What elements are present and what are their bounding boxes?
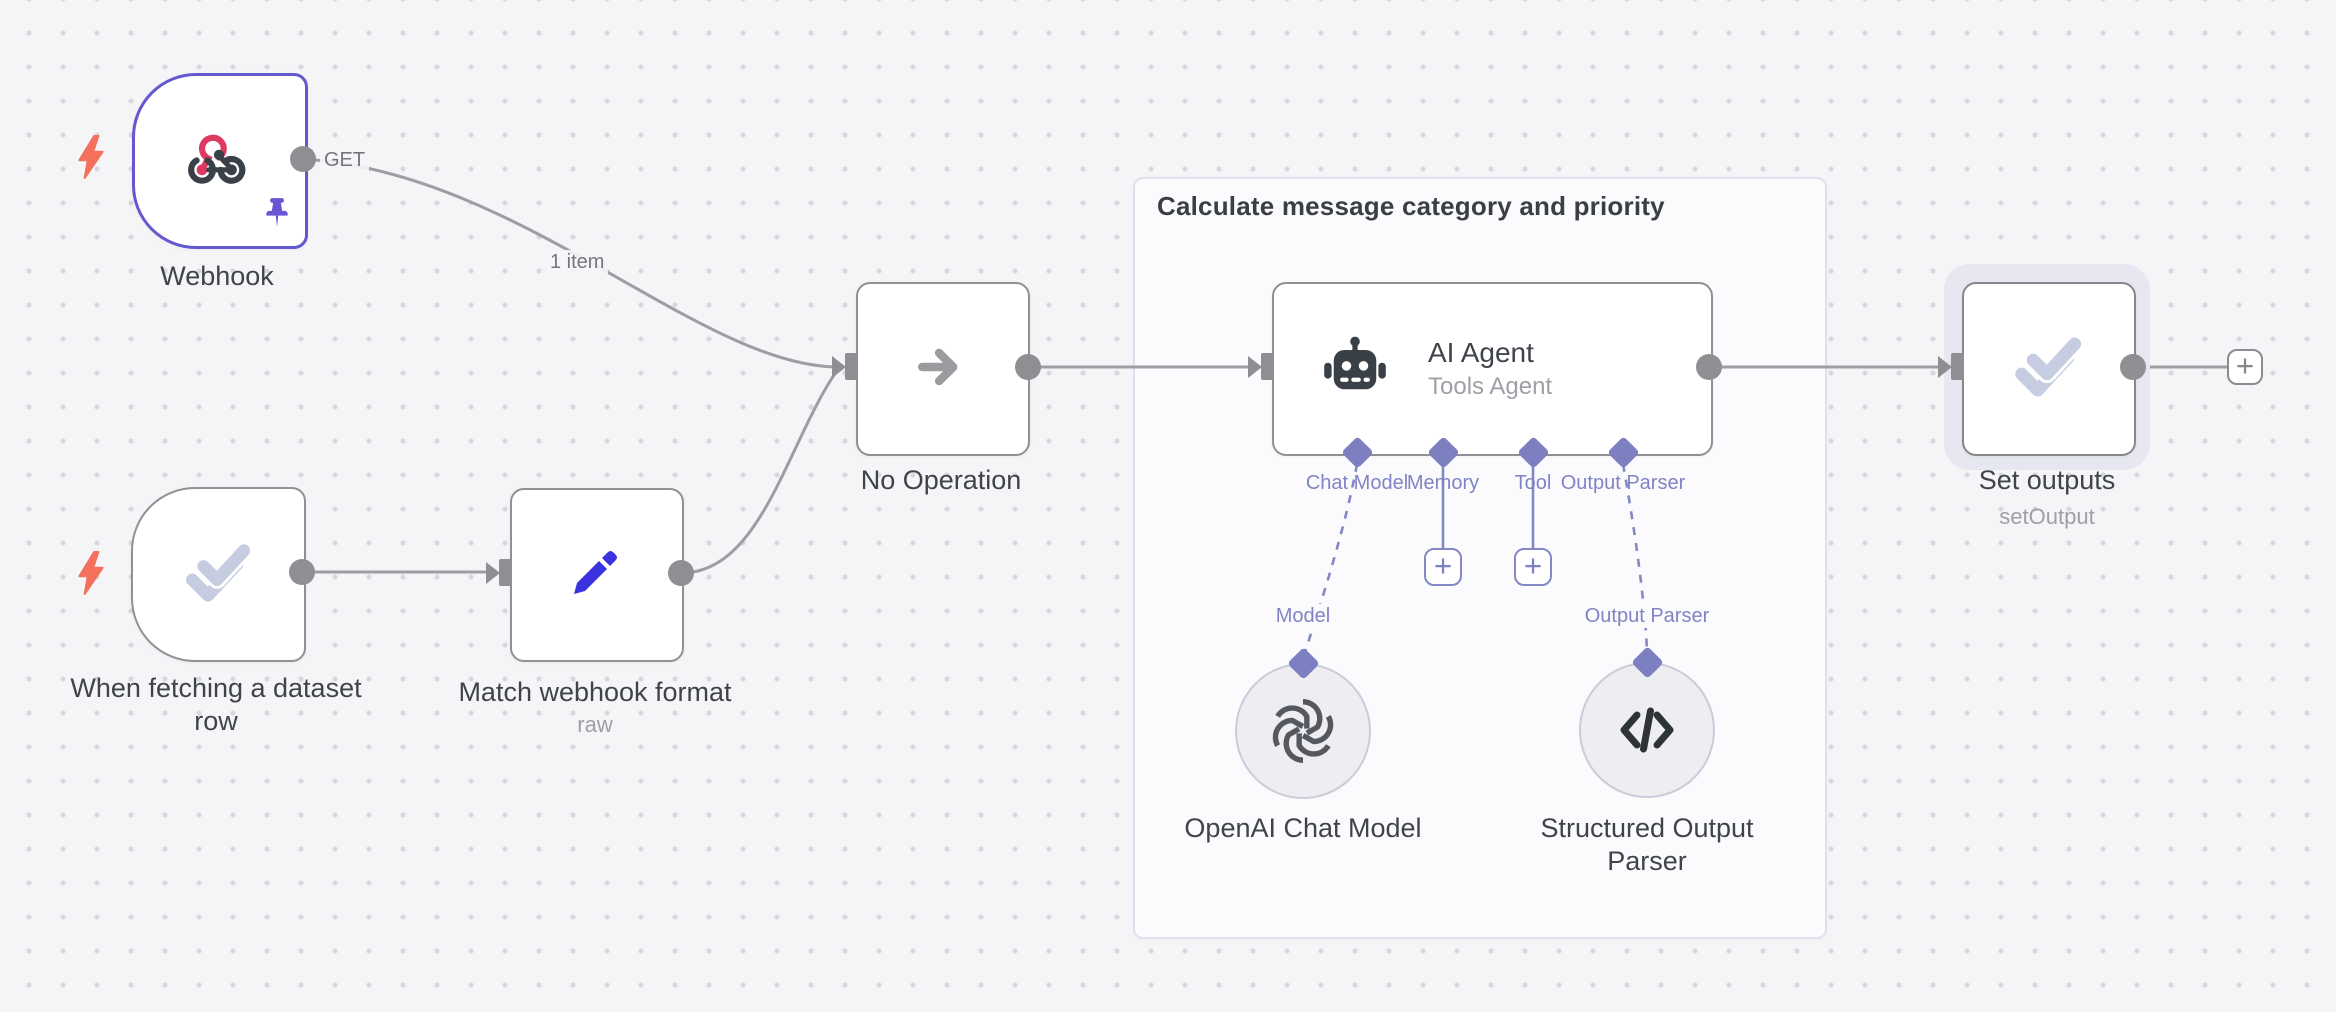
- edge-match-to-noop[interactable]: [680, 368, 840, 575]
- double-check-icon: [181, 537, 253, 614]
- ai-agent-label: AI Agent: [1428, 337, 1534, 368]
- ai-agent-input-port[interactable]: [1261, 353, 1274, 380]
- match-output-dot[interactable]: [668, 560, 694, 586]
- plus-icon: +: [2235, 348, 2255, 383]
- output-parser-port-label: Output Parser: [1560, 472, 1686, 494]
- when-fetching-output-dot[interactable]: [289, 559, 315, 585]
- pencil-icon: [563, 541, 627, 610]
- memory-port-label: Memory: [1406, 472, 1480, 494]
- webhook-label: Webhook: [160, 261, 274, 291]
- openai-logo-icon: [1267, 695, 1339, 772]
- noop-output-dot[interactable]: [1015, 354, 1041, 380]
- edge-outputparser-dashed[interactable]: [1621, 463, 1649, 653]
- model-port-label: Model: [1271, 604, 1335, 628]
- noop-label: No Operation: [860, 465, 1022, 495]
- add-node-button[interactable]: +: [2227, 349, 2263, 385]
- trigger-lightning-icon: [76, 551, 106, 600]
- edge-items-label: 1 item: [546, 250, 609, 274]
- set-outputs-sublabel: setOutput: [1999, 504, 2095, 529]
- edge-chatmodel-dashed[interactable]: [1303, 463, 1359, 653]
- webhook-output-dot[interactable]: [290, 146, 316, 172]
- set-outputs-input-arrow: [1938, 356, 1952, 378]
- chat-model-port-label: Chat Model: [1305, 472, 1409, 494]
- webhook-icon: [186, 128, 248, 195]
- structured-output-parser-label: Structured Output Parser: [1540, 813, 1754, 876]
- noop-input-arrow: [832, 356, 846, 378]
- match-input-arrow: [486, 562, 500, 584]
- group-title: Calculate message category and priority: [1157, 191, 1665, 221]
- add-memory-button[interactable]: +: [1424, 548, 1462, 586]
- arrow-right-icon: [911, 337, 971, 402]
- match-label: Match webhook format: [458, 677, 732, 707]
- pin-icon: [264, 197, 290, 234]
- noop-input-port[interactable]: [845, 353, 858, 380]
- when-fetching-label: When fetching a dataset row: [70, 673, 362, 736]
- openai-chat-model-label: OpenAI Chat Model: [1184, 813, 1422, 843]
- match-input-port[interactable]: [499, 559, 512, 586]
- output-parser-sub-port-label: Output Parser: [1580, 604, 1714, 628]
- double-check-icon: [2010, 330, 2084, 409]
- ai-agent-input-arrow: [1248, 356, 1262, 378]
- trigger-lightning-icon: [76, 135, 106, 184]
- tool-port-label: Tool: [1514, 472, 1552, 494]
- ai-agent-sublabel: Tools Agent: [1428, 373, 1553, 400]
- plus-icon: +: [1433, 548, 1453, 583]
- set-outputs-input-port[interactable]: [1951, 353, 1964, 380]
- ai-agent-output-dot[interactable]: [1696, 354, 1722, 380]
- code-parser-icon: [1615, 698, 1679, 767]
- set-outputs-output-dot[interactable]: [2120, 354, 2146, 380]
- robot-icon: [1321, 334, 1389, 407]
- set-outputs-label: Set outputs: [1978, 465, 2116, 495]
- node-openai-chat-model[interactable]: [1235, 663, 1371, 799]
- webhook-method-label: GET: [320, 148, 370, 172]
- plus-icon: +: [1523, 548, 1543, 583]
- match-sublabel: raw: [577, 712, 613, 737]
- add-tool-button[interactable]: +: [1514, 548, 1552, 586]
